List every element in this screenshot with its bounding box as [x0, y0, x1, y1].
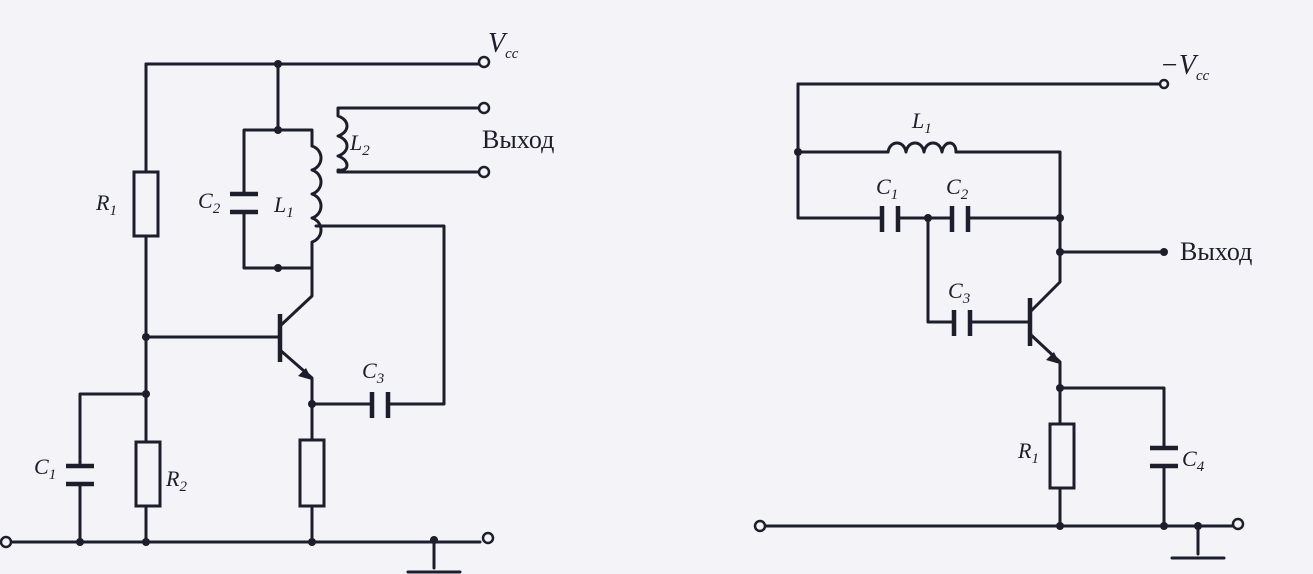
- left-output-terminal-bottom: [477, 165, 491, 179]
- left-ground-terminal-left: [0, 535, 13, 549]
- left-output-terminal-top: [477, 101, 491, 115]
- left-gnd-junction-3: [308, 538, 316, 546]
- left-l1-label: L1: [273, 192, 294, 221]
- right-emitter-junction: [1056, 384, 1064, 392]
- left-vcc-label: Vcc: [488, 28, 519, 62]
- right-c2-capacitor: [949, 206, 971, 232]
- left-transistor: [278, 266, 314, 406]
- right-oscillator-circuit: −Vcc L1 C1 C2 C3 Выход R1 C4: [753, 50, 1252, 560]
- left-tank-bottom-junction: [274, 264, 282, 272]
- right-left-wire: [796, 82, 1062, 220]
- left-c3-label: C3: [362, 358, 384, 387]
- left-emitter-junction: [308, 400, 316, 408]
- right-gnd-junction-1: [1056, 522, 1064, 530]
- left-c1-junction: [142, 390, 150, 398]
- left-ground-terminal-right: [481, 531, 495, 545]
- right-r1-label: R1: [1017, 438, 1039, 467]
- left-c1-capacitor: [66, 463, 94, 487]
- left-c1-wire: [78, 392, 148, 544]
- left-tank-top-junction: [274, 126, 282, 134]
- right-gnd-junction-2: [1160, 522, 1168, 530]
- left-tank-wire: [242, 62, 314, 270]
- right-c3-label: C3: [948, 278, 970, 307]
- right-c4-label: C4: [1182, 446, 1205, 475]
- left-gnd-junction-1: [76, 538, 84, 546]
- left-emitter-arrow: [298, 368, 312, 380]
- right-l1-junction: [794, 148, 802, 156]
- right-c4-capacitor: [1150, 445, 1178, 469]
- right-c3-capacitor: [951, 310, 973, 336]
- left-vcc-junction: [274, 60, 282, 68]
- right-emitter-arrow: [1046, 352, 1060, 364]
- right-ground-terminal-left: [753, 519, 767, 533]
- right-vcc-label: −Vcc: [1160, 50, 1210, 84]
- left-c2-label: C2: [198, 188, 221, 217]
- right-l1-label: L1: [911, 108, 932, 137]
- right-output-label: Выход: [1180, 237, 1252, 266]
- left-r1-label: R1: [95, 190, 117, 219]
- right-emitter-wire: [1058, 386, 1166, 526]
- left-c1-label: C1: [34, 454, 56, 483]
- left-r1-resistor: [132, 170, 160, 238]
- left-emitter-resistor: [298, 438, 326, 508]
- left-l1-inductor: [310, 144, 323, 252]
- right-output-wire: [1058, 216, 1162, 254]
- right-vcc-terminal: [1158, 78, 1170, 90]
- right-c1-capacitor: [879, 206, 901, 232]
- left-c3-capacitor: [369, 392, 391, 418]
- right-gnd-junction-3: [1194, 522, 1202, 530]
- left-l2-label: L2: [349, 130, 370, 159]
- left-r2-label: R2: [165, 466, 187, 495]
- right-transistor: [1028, 250, 1062, 390]
- right-c3-wire: [926, 216, 1030, 324]
- left-feedback-wire: [314, 224, 446, 406]
- left-r2-resistor: [134, 440, 162, 508]
- left-c2-capacitor: [230, 191, 258, 215]
- left-vcc-terminal: [477, 55, 491, 69]
- right-c2-label: C2: [946, 174, 969, 203]
- left-gnd-junction-4: [430, 536, 438, 544]
- right-l1-inductor: [886, 141, 958, 154]
- left-output-label: Выход: [482, 125, 554, 154]
- right-c1-label: C1: [876, 174, 898, 203]
- left-l2-inductor: [336, 106, 482, 174]
- left-oscillator-circuit: Vcc R1 R2 C1 C2 L1 L2 Выход: [0, 28, 554, 574]
- left-gnd-junction-2: [142, 538, 150, 546]
- right-r1-resistor: [1048, 422, 1076, 490]
- right-ground-terminal-right: [1231, 517, 1245, 531]
- left-emitter-wire: [310, 402, 372, 544]
- right-output-terminal: [1160, 248, 1168, 256]
